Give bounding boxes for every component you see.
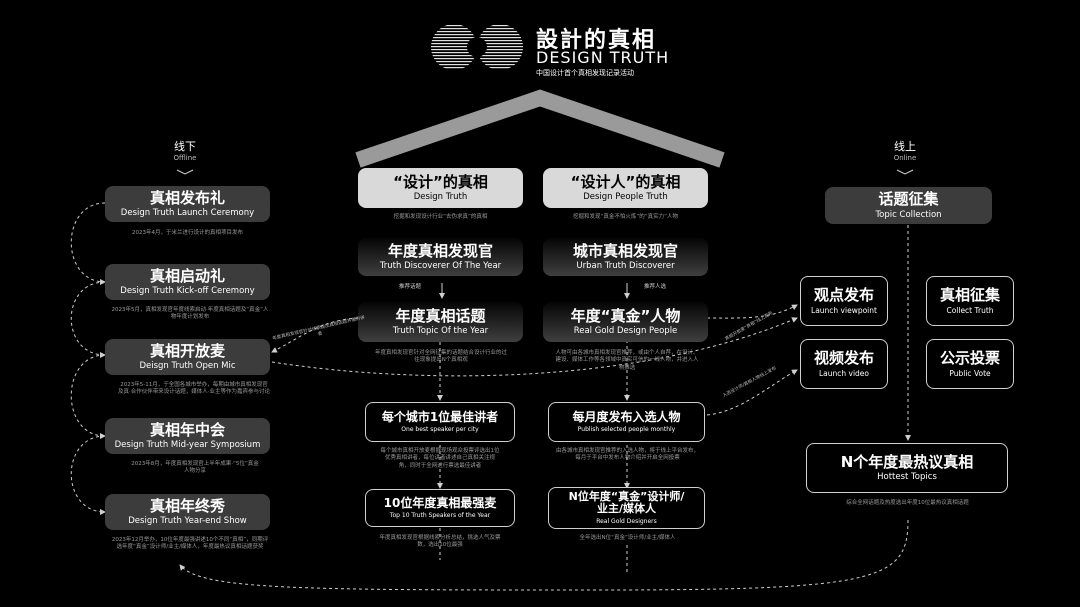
- center-right-arrow-label: 推荐人选: [643, 284, 666, 290]
- offline-event-kickoff[interactable]: 真相启动礼 Design Truth Kick-off Ceremony: [105, 264, 270, 300]
- online-label-en: Online: [893, 154, 917, 162]
- offline-event-subtitle: Design Truth Year-end Show: [128, 516, 247, 527]
- online-card-video[interactable]: 视频发布 Launch video: [800, 339, 888, 389]
- monthly-title: 每月度发布入选人物: [572, 409, 681, 424]
- online-hottest-topics[interactable]: N个年度最热议真相 Hottest Topics: [806, 443, 1008, 493]
- offline-event-note: 2023年4月，于米兰进行设计的真相项目发布: [132, 230, 243, 236]
- center-right-final-note: 全年选出N位“真金”设计师/业主/媒体人: [579, 535, 676, 541]
- offline-event-note: 2023年8月，年度真相发现官上半年成果·“5位”真金人物分享: [131, 461, 259, 475]
- center-right-heading-note: 挖掘和发现“真金不怕火炼”的“真实力”人物: [573, 214, 678, 220]
- center-left-topic[interactable]: 年度真相话题 Truth Topic Of the Year: [358, 302, 523, 342]
- logo-mark: [428, 22, 528, 72]
- center-left-arrow-label: 推荐话题: [398, 284, 421, 290]
- offline-event-launch[interactable]: 真相发布礼 Design Truth Launch Ceremony: [105, 186, 270, 222]
- card-subtitle: Public Vote: [949, 368, 991, 378]
- roof-shape: [355, 89, 725, 168]
- offline-event-open-mic[interactable]: 真相开放麦 Deisgn Truth Open Mic: [105, 339, 270, 375]
- topic-subtitle: Real Gold Design People: [573, 326, 678, 337]
- center-left-topic-note: 年度真相发现官针对全网征集的话题结合设计行业的过往现象提出N个真相观: [375, 350, 508, 364]
- center-left-final-note: 年度真相发现官根据线索分析总结，挑选人气及票数，选出10位最强: [379, 535, 501, 549]
- offline-event-note: 2023年12月举办，10位年度最强讲述10个不同“真相”，同期评选年度“真金”…: [111, 537, 269, 551]
- topic-title: 年度真相话题: [395, 306, 486, 325]
- offline-event-note: 2023年5月，真相发现官年度线索启动·年度真相话题及“真金”人物年度计划发布: [111, 307, 269, 321]
- center-left-monthly[interactable]: 每个城市1位最佳讲者 One best speaker per city: [365, 402, 515, 442]
- offline-event-subtitle: Design Truth Kick-off Ceremony: [120, 286, 255, 297]
- center-right-monthly[interactable]: 每月度发布入选人物 Publish selected people monthl…: [548, 402, 705, 442]
- offline-event-year-end[interactable]: 真相年终秀 Design Truth Year-end Show: [105, 494, 270, 530]
- online-card-collect[interactable]: 真相征集 Collect Truth: [926, 276, 1014, 326]
- offline-event-title: 真相开放麦: [149, 341, 225, 360]
- offline-label: 线下: [174, 140, 196, 153]
- center-left-heading[interactable]: “设计”的真相 Design Truth: [358, 168, 523, 208]
- center-right-topic-note: 人物可由各城市真相发现官推荐，或由个人自荐，在设计、建设、媒体工作等各领域中真实…: [555, 350, 699, 371]
- offline-event-title: 真相启动礼: [149, 266, 225, 285]
- header-title-en: DESIGN TRUTH: [536, 48, 670, 67]
- topic-subtitle: Truth Topic Of the Year: [392, 326, 489, 337]
- offline-event-subtitle: Design Truth Mid-year Symposium: [114, 440, 261, 451]
- role-subtitle: Truth Discoverer Of The Year: [379, 261, 502, 272]
- offline-event-title: 真相发布礼: [149, 188, 225, 207]
- online-card-viewpoint[interactable]: 观点发布 Launch viewpoint: [800, 276, 888, 326]
- center-right-heading[interactable]: “设计人”的真相 Design People Truth: [543, 168, 708, 208]
- center-right-final[interactable]: N位年度“真金”设计师/业主/媒体人 Real Gold Designers: [548, 487, 705, 529]
- center-left-heading-note: 挖掘和发现设计行业“去伪求真”的真相: [393, 214, 488, 220]
- center-right-role[interactable]: 城市真相发现官 Urban Truth Discoverer: [543, 238, 708, 276]
- card-title: 真相征集: [939, 286, 1000, 305]
- header-subtitle: 中国设计首个真相发现记录活动: [536, 69, 634, 77]
- card-subtitle: Collect Truth: [946, 305, 994, 315]
- offline-event-mid-year[interactable]: 真相年中会 Design Truth Mid-year Symposium: [105, 418, 270, 454]
- online-label: 线上: [894, 140, 916, 153]
- collection-title: 话题征集: [878, 190, 939, 209]
- final-title: 10位年度真相最强麦: [383, 495, 497, 510]
- topic-title: 年度“真金”人物: [570, 306, 681, 325]
- final-subtitle: Top 10 Truth Speakers of the Year: [389, 512, 491, 519]
- online-topic-collection[interactable]: 话题征集 Topic Collection: [825, 187, 992, 224]
- role-subtitle: Urban Truth Discoverer: [576, 261, 675, 272]
- offline-label-en: Offline: [173, 154, 197, 162]
- card-subtitle: Launch viewpoint: [811, 305, 877, 315]
- center-left-final[interactable]: 10位年度真相最强麦 Top 10 Truth Speakers of the …: [365, 489, 515, 527]
- hottest-subtitle: Hottest Topics: [877, 472, 937, 483]
- online-hottest-note: 综合全网话题及热度选出年度10位最热议真相话题: [846, 500, 969, 506]
- offline-event-subtitle: Deisgn Truth Open Mic: [139, 361, 236, 372]
- center-left-role[interactable]: 年度真相发现官 Truth Discoverer Of The Year: [358, 238, 523, 276]
- online-card-vote[interactable]: 公示投票 Public Vote: [926, 339, 1014, 389]
- center-right-monthly-note: 由各城市真相发现官推荐的入选人物，将于线上平台发布，每月于平台中发布人物介绍并开…: [555, 448, 699, 462]
- offline-event-note: 2023年5-11月，于全国各城市举办，每期由城市真相发现官及真·合作伙伴带来设…: [118, 382, 270, 396]
- monthly-subtitle: Publish selected people monthly: [577, 426, 676, 433]
- offline-event-subtitle: Design Truth Launch Ceremony: [120, 208, 255, 219]
- center-left-monthly-note: 每个城市真相开放麦根据现场观众投票评选出1位优秀真相讲者，每位讲者讲述自己真相关…: [380, 448, 500, 469]
- hottest-title: N个年度最热议真相: [840, 452, 974, 471]
- monthly-title: 每个城市1位最佳讲者: [381, 409, 499, 424]
- card-subtitle: Launch video: [818, 368, 870, 378]
- final-title: N位年度“真金”设计师/业主/媒体人: [568, 490, 685, 516]
- card-title: 公示投票: [939, 349, 1000, 368]
- center-right-topic[interactable]: 年度“真金”人物 Real Gold Design People: [543, 302, 708, 342]
- monthly-subtitle: One best speaker per city: [401, 426, 479, 433]
- heading-title: “设计”的真相: [393, 172, 488, 191]
- offline-event-title: 真相年中会: [149, 420, 225, 439]
- heading-subtitle: Design Truth: [413, 192, 468, 203]
- card-title: 观点发布: [813, 286, 874, 305]
- heading-title: “设计人”的真相: [570, 172, 681, 191]
- role-title: 年度真相发现官: [387, 241, 493, 260]
- card-title: 视频发布: [813, 349, 874, 368]
- header-title-zh: 設計的真相: [536, 28, 657, 53]
- heading-subtitle: Design People Truth: [583, 192, 668, 203]
- role-title: 城市真相发现官: [572, 241, 678, 260]
- offline-event-title: 真相年终秀: [149, 496, 225, 515]
- collection-subtitle: Topic Collection: [875, 209, 942, 220]
- final-subtitle: Real Gold Designers: [596, 517, 657, 525]
